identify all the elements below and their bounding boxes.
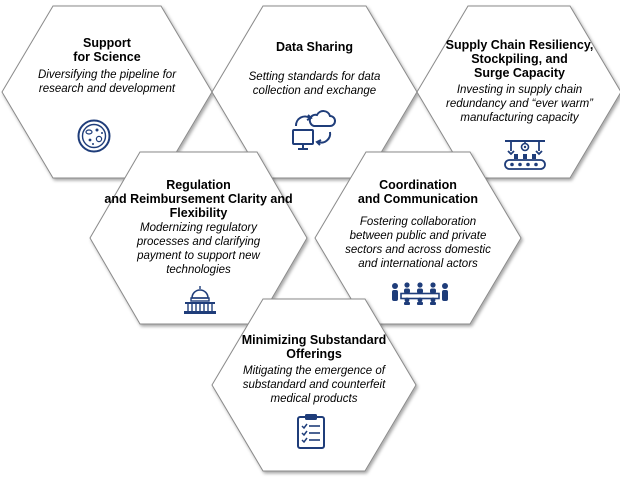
hex-title: Supply Chain Resiliency, Stockpiling, an… (445, 38, 594, 80)
hex-title: Data Sharing (275, 40, 354, 54)
hex-title: Minimizing Substandard Offerings (241, 333, 387, 361)
hex-description: Setting standards for data collection an… (248, 71, 381, 97)
conveyor-robot-arms-icon (504, 140, 546, 170)
hex-description: Diversifying the pipeline for research a… (37, 69, 177, 95)
capitol-building-icon (184, 286, 216, 314)
hexagon-minimizing-substandard (211, 298, 417, 472)
hex-title: Regulation and Reimbursement Clarity and… (104, 178, 293, 220)
hex-title: Coordination and Communication (357, 178, 479, 206)
hexagon-regulation (89, 151, 308, 325)
hex-title: Support for Science (73, 36, 141, 64)
petri-dish-icon (77, 119, 111, 153)
hex-coordination: Coordination and Communication Fostering… (325, 178, 511, 271)
hex-description: Modernizing regulatory processes and cla… (136, 222, 261, 276)
hex-minimizing-substandard: Minimizing Substandard Offerings Mitigat… (220, 333, 408, 406)
hex-description: Mitigating the emergence of substandard … (242, 365, 386, 405)
hex-description: Fostering collaboration between public a… (345, 216, 491, 270)
hex-support-for-science: Support for Science Diversifying the pip… (12, 36, 202, 96)
cloud-computer-sync-icon (292, 110, 336, 150)
meeting-table-icon (392, 282, 448, 305)
hex-data-sharing: Data Sharing Setting standards for data … (222, 40, 407, 98)
hex-description: Investing in supply chain redundancy and… (445, 84, 593, 124)
clipboard-checklist-icon (297, 414, 325, 449)
hex-regulation: Regulation and Reimbursement Clarity and… (96, 178, 301, 277)
hex-supply-chain: Supply Chain Resiliency, Stockpiling, an… (427, 38, 612, 125)
